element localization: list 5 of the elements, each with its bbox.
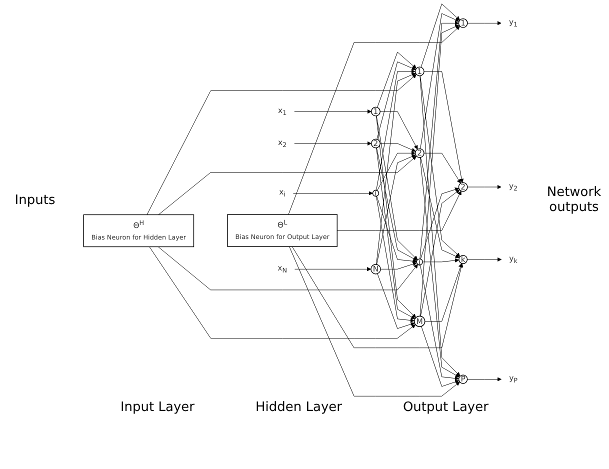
layer-label: Hidden Layer <box>255 400 342 415</box>
group-label: Inputs <box>14 192 56 208</box>
layer-label: Input Layer <box>120 400 195 415</box>
layer-label: Output Layer <box>402 400 488 415</box>
group-label: Network outputs <box>546 185 602 215</box>
